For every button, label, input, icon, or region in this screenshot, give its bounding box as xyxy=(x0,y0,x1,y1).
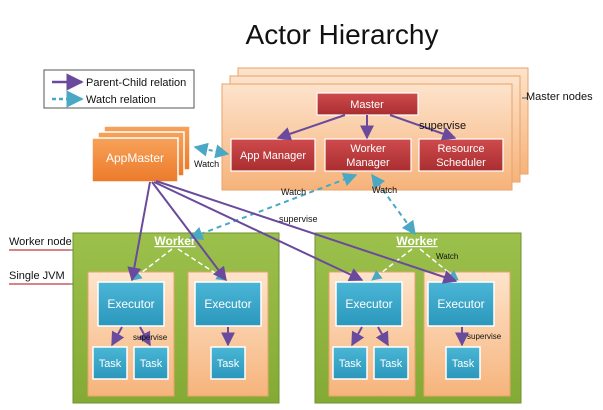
executor-left-1-label: Executor xyxy=(107,297,154,311)
task-left-1a[interactable] xyxy=(92,346,128,380)
appmaster-to-exec-right-2 xyxy=(155,180,458,284)
worker-right-watch-exec1 xyxy=(371,248,413,281)
task-right-2[interactable] xyxy=(445,346,481,380)
executor-right-1-label: Executor xyxy=(345,297,392,311)
executor-right-1[interactable] xyxy=(335,281,403,327)
diagram-title: Actor Hierarchy xyxy=(246,19,439,50)
worker-manager-actor[interactable] xyxy=(324,138,412,172)
exec-left-1-supervise-label: supervise xyxy=(133,333,168,342)
task-right-1a[interactable] xyxy=(332,346,368,380)
appmaster-appmanager-watch-arrow xyxy=(193,142,230,159)
exec-left-1-to-task-a-arrow xyxy=(111,326,125,347)
appmaster-to-exec-left-1 xyxy=(127,181,151,282)
master-to-app-manager-arrow xyxy=(276,114,346,141)
resource-scheduler-label-line2: Scheduler xyxy=(436,157,486,169)
task-right-2-label: Task xyxy=(452,358,475,370)
master-to-resource-scheduler-arrow xyxy=(389,114,457,141)
appmaster-actor[interactable] xyxy=(91,137,179,183)
single-jvm-label: Single JVM xyxy=(9,270,65,282)
appmaster-to-exec-right-1 xyxy=(153,181,364,281)
exec-right-2-supervise-label: supervise xyxy=(467,332,502,341)
task-left-1a-label: Task xyxy=(99,358,122,370)
master-node-stack xyxy=(221,67,529,191)
master-nodes-label: Master nodes xyxy=(526,91,593,103)
executor-right-2-label: Executor xyxy=(437,297,484,311)
task-right-1b-label: Task xyxy=(380,358,403,370)
legend-parent-child-label: Parent-Child relation xyxy=(86,77,186,89)
task-left-1b-label: Task xyxy=(140,358,163,370)
worker-right-title: Worker xyxy=(396,234,437,248)
worker-manager-label-line2: Manager xyxy=(346,157,390,169)
app-manager-label: App Manager xyxy=(240,150,306,162)
appmaster-supervise-label: supervise xyxy=(279,214,318,224)
exec-left-1-to-task-b-arrow xyxy=(137,326,151,347)
app-manager-actor[interactable] xyxy=(230,138,316,172)
worker-manager-watch-left-label: Watch xyxy=(281,187,306,197)
executor-right-2[interactable] xyxy=(427,281,495,327)
task-left-1b[interactable] xyxy=(133,346,169,380)
worker-left-watch-exec2 xyxy=(177,248,227,281)
master-supervise-label: supervise xyxy=(419,120,466,132)
worker-manager-watch-right xyxy=(371,173,416,236)
worker-node-label: Worker node xyxy=(9,236,72,248)
appmaster-to-exec-left-2 xyxy=(151,181,227,282)
executor-left-2-label: Executor xyxy=(204,297,251,311)
worker-manager-watch-right-label: Watch xyxy=(372,185,397,195)
appmaster-label: AppMaster xyxy=(106,151,164,165)
executor-left-1[interactable] xyxy=(97,281,165,327)
task-left-2-label: Task xyxy=(217,358,240,370)
resource-scheduler-actor[interactable] xyxy=(418,138,504,172)
master-actor-label: Master xyxy=(350,99,384,111)
legend-watch-label: Watch relation xyxy=(86,94,156,106)
executor-left-2[interactable] xyxy=(194,281,262,327)
resource-scheduler-label-line1: Resource xyxy=(437,143,484,155)
task-left-2[interactable] xyxy=(210,346,246,380)
exec-right-1-to-task-b-arrow xyxy=(375,326,389,347)
worker-left-title: Worker xyxy=(154,234,195,248)
task-right-1a-label: Task xyxy=(339,358,362,370)
appmaster-watch-label: Watch xyxy=(194,159,219,169)
worker-manager-watch-left xyxy=(188,172,358,241)
exec-right-1-to-task-a-arrow xyxy=(351,326,365,347)
task-right-1b[interactable] xyxy=(373,346,409,380)
legend: Parent-Child relation Watch relation xyxy=(43,69,195,109)
worker-right-watch-label: Watch xyxy=(436,252,458,261)
worker-manager-label-line1: Worker xyxy=(350,143,386,155)
